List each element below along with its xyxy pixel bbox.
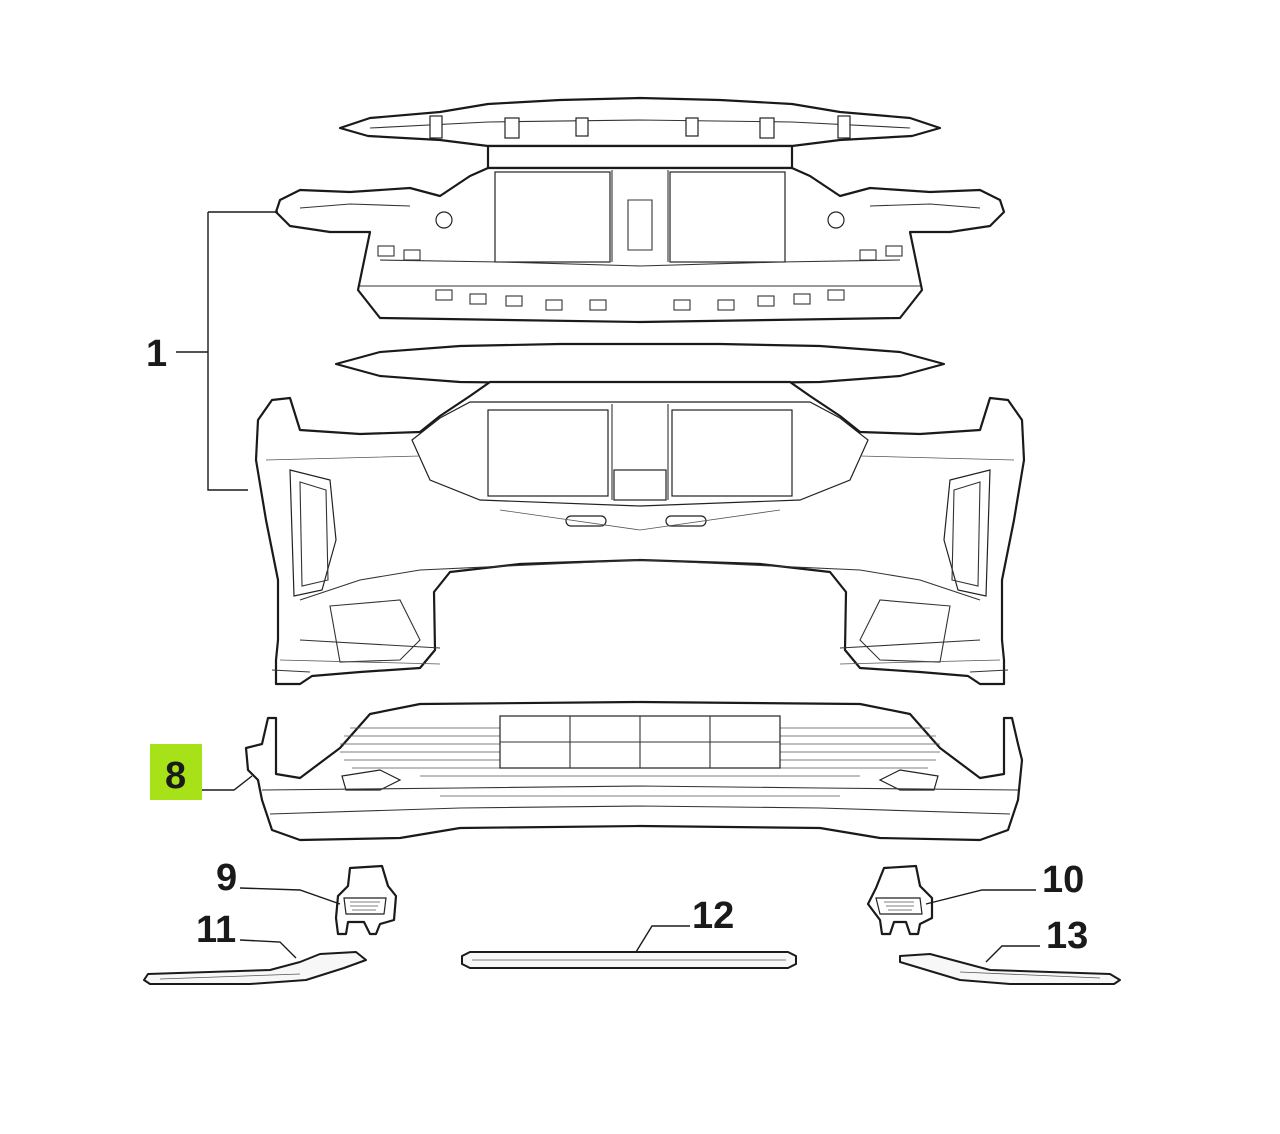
part-11-left-trim[interactable] [143, 951, 367, 985]
callout-1[interactable]: 1 [146, 333, 167, 375]
leader-1 [176, 211, 278, 491]
callout-11[interactable]: 11 [196, 909, 236, 951]
part-1-bumper-cover[interactable] [254, 342, 1026, 686]
part-8-lower-spoiler[interactable] [244, 700, 1024, 842]
leader-10 [925, 889, 1036, 905]
callout-9[interactable]: 9 [216, 857, 237, 899]
leader-8 [202, 775, 253, 791]
callout-8-highlight [150, 744, 202, 800]
part-13-right-trim[interactable] [899, 953, 1121, 985]
leader-11 [239, 939, 297, 959]
part-12-center-strip[interactable] [461, 951, 797, 969]
callout-13[interactable]: 13 [1046, 915, 1088, 957]
leader-9 [239, 887, 341, 905]
callout-10[interactable]: 10 [1042, 859, 1084, 901]
part-9-left-bracket[interactable] [334, 864, 398, 936]
part-10-right-bracket[interactable] [866, 864, 934, 936]
callout-12[interactable]: 12 [692, 895, 734, 937]
part-1-carrier-frame[interactable] [274, 96, 1006, 324]
leader-13 [985, 945, 1040, 963]
callout-8[interactable]: 8 [165, 755, 186, 797]
leader-12 [635, 925, 690, 953]
